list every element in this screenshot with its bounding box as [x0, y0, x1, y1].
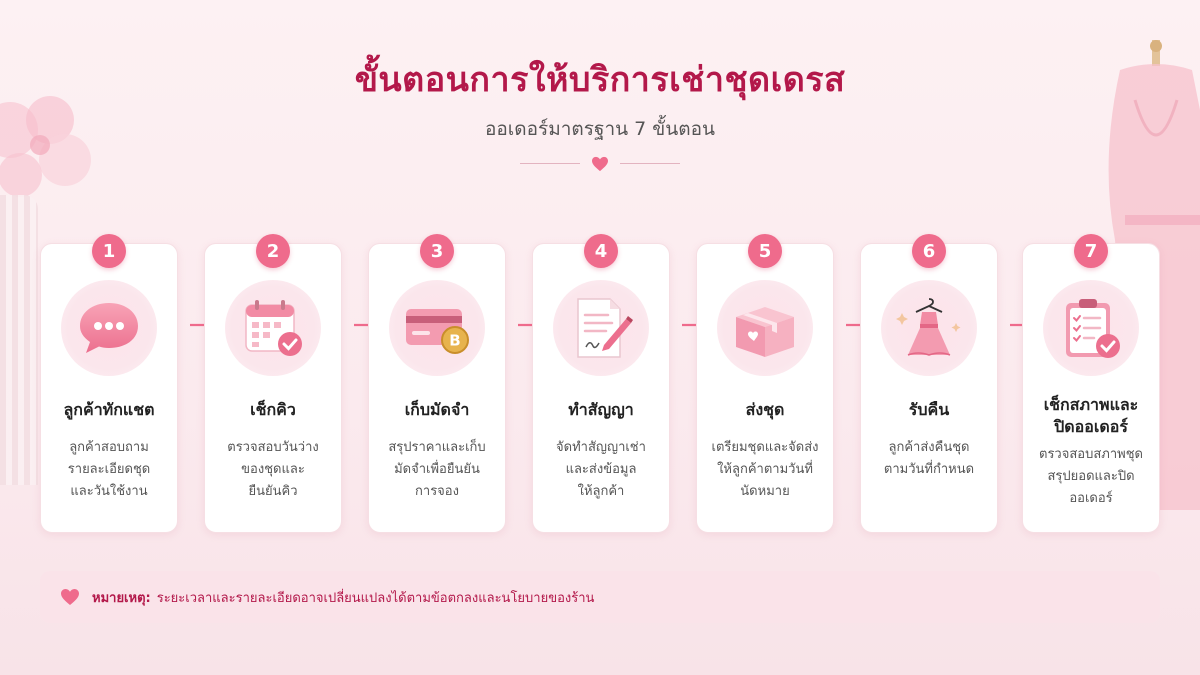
step-card-3: 3 B เก็บมัดจำ สรุปราคาและเก็บมัดจำเพื่อย… — [368, 234, 506, 533]
step-icon-wrap: B — [389, 280, 485, 376]
step-title: เช็กคิว — [250, 400, 296, 419]
step-title: เช็กสภาพและปิดออเดอร์ — [1043, 395, 1139, 436]
step-number-badge: 4 — [584, 234, 618, 268]
step-icon-wrap — [881, 280, 977, 376]
heart-icon — [592, 156, 608, 172]
vase-decoration — [0, 195, 38, 485]
step-number-badge: 6 — [912, 234, 946, 268]
step-title: เก็บมัดจำ — [404, 400, 470, 419]
step-card-1: 1 ลูกค้าทักแชต ลูกค้าสอบถามรายละเอียดชุด… — [40, 234, 178, 533]
step-card-4: 4 ทำสัญญา จัดทำสัญญาเช่าและส่งข้อมูลให้ล… — [532, 234, 670, 533]
page-title: ขั้นตอนการให้บริการเช่าชุดเดรส — [354, 60, 846, 100]
step-title: ส่งชุด — [745, 400, 785, 419]
note-label: หมายเหตุ: — [92, 590, 151, 606]
step-icon-wrap — [225, 280, 321, 376]
divider-line-left — [520, 163, 580, 164]
step-number-badge: 3 — [420, 234, 454, 268]
chat-bubble-icon — [80, 303, 138, 353]
title-divider — [520, 156, 680, 172]
page-subtitle: ออเดอร์มาตรฐาน 7 ขั้นตอน — [484, 118, 716, 140]
step-card-6: 6 รับคืน ลูกค้าส่งคืนชุดตามวันที่กำหนด — [860, 234, 998, 533]
step-card-5: 5 ส่งชุด เตรียมชุดและจัดส่งให้ลูกค้าตามว… — [696, 234, 834, 533]
step-card-7: 7 เช็กสภาพและปิดออเดอร์ ตรวจสอบสภาพชุดสร… — [1022, 234, 1160, 533]
step-description: จัดทำสัญญาเช่าและส่งข้อมูลให้ลูกค้า — [556, 440, 646, 499]
step-number-badge: 1 — [92, 234, 126, 268]
step-number-badge: 5 — [748, 234, 782, 268]
svg-text:B: B — [449, 332, 460, 350]
step-description: ลูกค้าส่งคืนชุดตามวันที่กำหนด — [883, 440, 975, 477]
clipboard-check-icon — [1066, 299, 1120, 358]
step-description: ตรวจสอบสภาพชุดสรุปยอดและปิดออเดอร์ — [1039, 447, 1143, 506]
step-description: เตรียมชุดและจัดส่งให้ลูกค้าตามวันที่นัดห… — [711, 440, 819, 499]
gift-box-icon — [736, 307, 794, 357]
step-title: รับคืน — [908, 400, 950, 419]
step-number-badge: 7 — [1074, 234, 1108, 268]
step-description: สรุปราคาและเก็บมัดจำเพื่อยืนยันการจอง — [388, 440, 486, 499]
step-icon-wrap — [1043, 280, 1139, 376]
step-description: ลูกค้าสอบถามรายละเอียดชุดและวันใช้งาน — [67, 440, 151, 499]
step-icon-wrap — [717, 280, 813, 376]
calendar-check-icon — [245, 300, 302, 356]
step-title: ทำสัญญา — [568, 400, 634, 419]
step-title: ลูกค้าทักแชต — [63, 400, 155, 419]
dress-hanger-icon — [896, 298, 961, 356]
contract-pen-icon — [577, 298, 633, 358]
note-text: ระยะเวลาและรายละเอียดอาจเปลี่ยนแปลงได้ตา… — [156, 590, 595, 606]
note-bar: หมายเหตุ: ระยะเวลาและรายละเอียดอาจเปลี่ย… — [40, 571, 1160, 623]
step-icon-wrap — [61, 280, 157, 376]
divider-line-right — [620, 163, 680, 164]
step-card-2: 2 เช็กคิว ตรวจสอบวันว่างของชุดและยืนยันค… — [204, 234, 342, 533]
heart-icon — [61, 589, 79, 605]
step-number-badge: 2 — [256, 234, 290, 268]
process-steps: 1 ลูกค้าทักแชต ลูกค้าสอบถามรายละเอียดชุด… — [40, 233, 1160, 533]
step-icon-wrap — [553, 280, 649, 376]
card-coin-icon: B — [406, 309, 469, 354]
step-description: ตรวจสอบวันว่างของชุดและยืนยันคิว — [227, 440, 319, 499]
